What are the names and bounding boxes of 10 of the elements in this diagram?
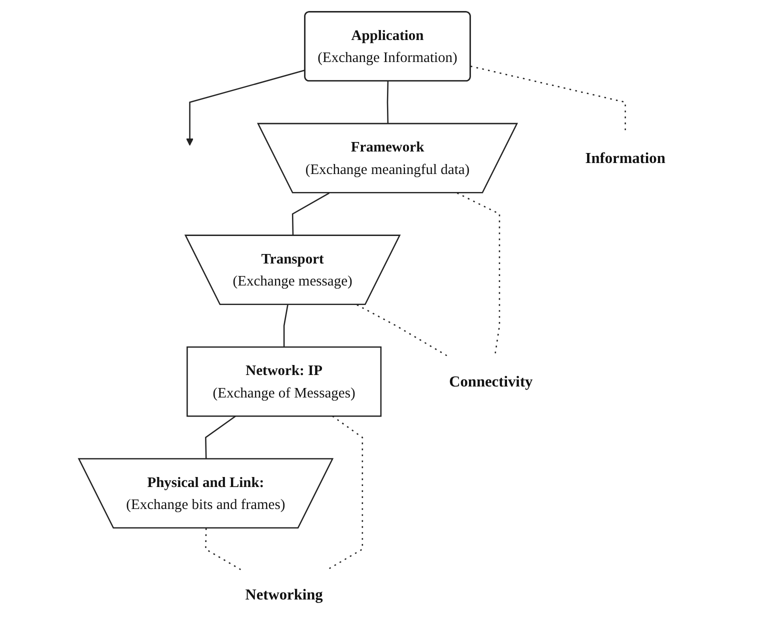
connector <box>205 416 236 460</box>
node-text: Networking <box>245 586 323 603</box>
node-text: Connectivity <box>449 372 533 390</box>
connector <box>386 81 389 124</box>
node-box: Network: IP (Exchange of Messages) <box>186 346 382 417</box>
connector <box>292 192 330 236</box>
node-text: Information <box>585 149 666 166</box>
connector <box>205 528 243 572</box>
arrow <box>186 70 306 146</box>
connector <box>284 304 288 348</box>
